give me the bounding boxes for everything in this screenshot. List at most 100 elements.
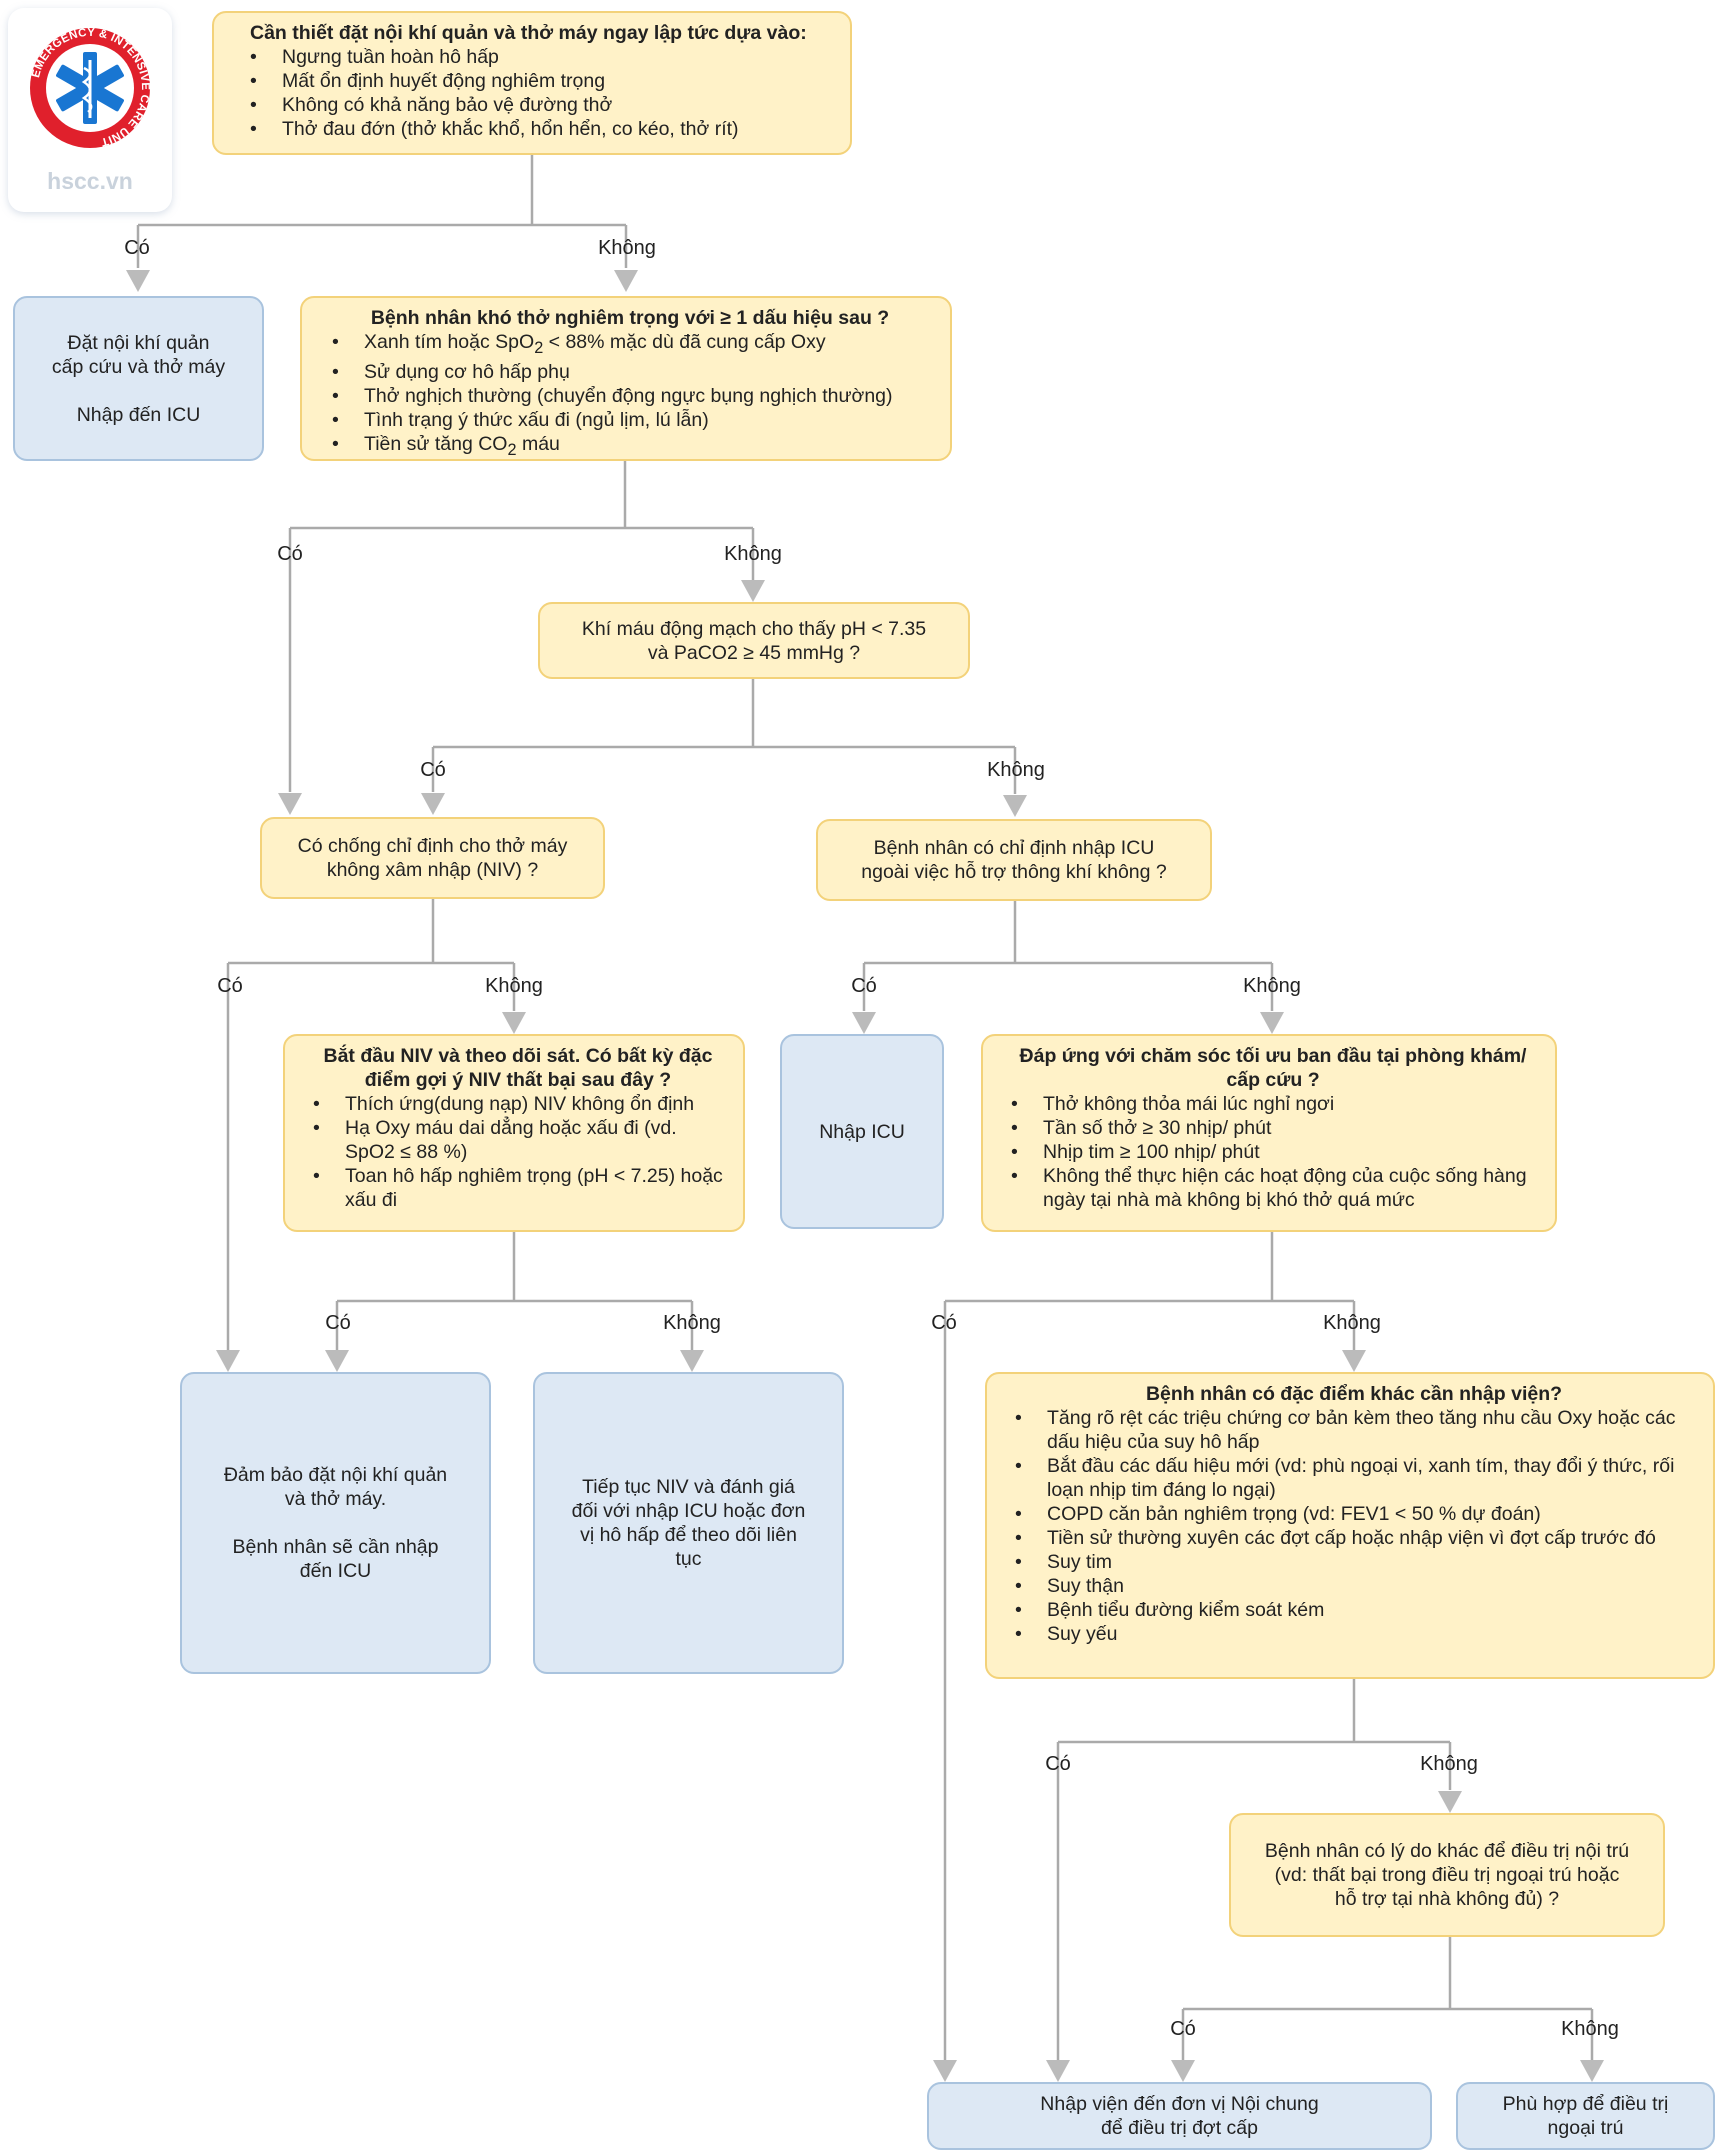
outcome-outpatient-treatment: Phù hợp để điều trị ngoại trú — [1456, 2082, 1715, 2150]
edge-label-yes: Có — [1170, 2018, 1196, 2040]
outcome-text-line: Nhập viện đến đơn vị Nội chung — [1040, 2093, 1319, 2115]
edge-label-no: Không — [1561, 2018, 1619, 2040]
edge-label-no: Không — [663, 1312, 721, 1334]
arrowheads — [126, 270, 1604, 2082]
criterion-item: Xanh tím hoặc SpO2 < 88% mặc dù đã cung … — [326, 330, 934, 360]
decision-other-admission-features: Bệnh nhân có đặc điểm khác cần nhập viện… — [985, 1372, 1715, 1679]
decision-icu-indication: Bệnh nhân có chỉ định nhập ICU ngoài việ… — [816, 819, 1212, 901]
criterion-item: Không có khả năng bảo vệ đường thở — [244, 93, 834, 117]
criterion-item: Tiền sử tăng CO2 máu — [326, 432, 934, 462]
outcome-secure-intubation: Đảm bảo đặt nội khí quản và thở máy. Bện… — [180, 1372, 491, 1674]
decision-title: Bắt đầu NIV và theo dõi sát. Có bất kỳ đ… — [323, 1045, 713, 1091]
outcome-text-line: đối với nhập ICU hoặc đơn — [571, 1500, 806, 1522]
decision-text-line: (vd: thất bại trong điều trị ngoại trú h… — [1274, 1864, 1620, 1886]
outcome-text-line: cấp cứu và thở máy — [51, 355, 226, 378]
criterion-item: Suy thận — [1009, 1574, 1699, 1598]
outcome-text-line: để điều trị đợt cấp — [1101, 2117, 1258, 2139]
edge-label-yes: Có — [124, 237, 150, 259]
outcome-text-line: và thở máy. — [284, 1488, 387, 1510]
criterion-item: Toan hô hấp nghiêm trọng (pH < 7.25) hoặ… — [307, 1164, 729, 1212]
criterion-item: COPD căn bản nghiêm trọng (vd: FEV1 < 50… — [1009, 1502, 1699, 1526]
outcome-text-line: Đảm bảo đặt nội khí quản — [223, 1464, 448, 1486]
criterion-item: Suy yếu — [1009, 1622, 1699, 1646]
logo-site-name: hscc.vn — [47, 168, 133, 194]
criterion-text: Tiền sử tăng CO — [364, 432, 508, 455]
criterion-item: Bệnh tiểu đường kiểm soát kém — [1009, 1598, 1699, 1622]
criterion-item: Thở không thỏa mái lúc nghỉ ngơi — [1005, 1092, 1541, 1116]
decision-text-line: không xâm nhập (NIV) ? — [326, 859, 539, 881]
decision-text-line: Bệnh nhân có chỉ định nhập ICU — [873, 837, 1155, 859]
criterion-item: Bắt đầu các dấu hiệu mới (vd: phù ngoại … — [1009, 1454, 1699, 1502]
edge-label-no: Không — [1420, 1753, 1478, 1775]
criterion-item: Thích ứng(dung nạp) NIV không ổn định — [307, 1092, 729, 1116]
criterion-text: máu — [516, 432, 560, 455]
criterion-item: Nhịp tim ≥ 100 nhịp/ phút — [1005, 1140, 1541, 1164]
edge-label-no: Không — [598, 237, 656, 259]
decision-title: Bệnh nhân có đặc điểm khác cần nhập viện… — [1145, 1383, 1563, 1405]
decision-niv-contraindication: Có chống chỉ định cho thở máy không xâm … — [260, 817, 605, 899]
edge-label-no: Không — [1243, 975, 1301, 997]
decision-text-line: ngoài việc hỗ trợ thông khí không ? — [861, 861, 1167, 883]
edge-label-yes: Có — [420, 759, 446, 781]
criterion-item: Thở đau đớn (thở khắc khổ, hổn hển, co k… — [244, 117, 834, 141]
outcome-continue-niv: Tiếp tục NIV và đánh giá đối với nhập IC… — [533, 1372, 844, 1674]
outcome-text-line: Nhập đến ICU — [76, 403, 201, 426]
edge-label-no: Không — [724, 543, 782, 565]
outcome-text-line: Đặt nội khí quản — [67, 331, 210, 354]
decision-text-line: hỗ trợ tại nhà không đủ) ? — [1334, 1888, 1560, 1910]
site-logo: EMERGENCY & INTENSIVE CARE UNIT hscc.vn — [8, 8, 172, 212]
outcome-text-line: Bệnh nhân sẽ cần nhập — [232, 1536, 439, 1558]
subscript: 2 — [534, 338, 544, 357]
edge-label-yes: Có — [217, 975, 243, 997]
outcome-text-line: Tiếp tục NIV và đánh giá — [582, 1476, 795, 1498]
criterion-item: Tần số thở ≥ 30 nhịp/ phút — [1005, 1116, 1541, 1140]
outcome-text-line: Nhập ICU — [819, 1120, 905, 1143]
decision-other-inpatient-reason: Bệnh nhân có lý do khác để điều trị nội … — [1229, 1813, 1665, 1937]
decision-blood-gas: Khí máu động mạch cho thấy pH < 7.35 và … — [538, 602, 970, 679]
decision-severe-dyspnea: Bệnh nhân khó thở nghiêm trọng với ≥ 1 d… — [300, 296, 952, 461]
decision-immediate-intubation: Cần thiết đặt nội khí quản và thở máy ng… — [212, 11, 852, 155]
edge-label-yes: Có — [851, 975, 877, 997]
criterion-item: Không thể thực hiện các hoạt động của cu… — [1005, 1164, 1541, 1212]
outcome-text-line: Phù hợp để điều trị — [1502, 2093, 1669, 2115]
criterion-item: Tăng rõ rệt các triệu chứng cơ bản kèm t… — [1009, 1406, 1699, 1454]
edge-label-yes: Có — [931, 1312, 957, 1334]
criterion-item: Ngưng tuần hoàn hô hấp — [244, 45, 834, 69]
decision-title: Cần thiết đặt nội khí quản và thở máy ng… — [250, 22, 807, 44]
criterion-text: < 88% mặc dù đã cung cấp Oxy — [543, 331, 826, 353]
criterion-item: Tiền sử thường xuyên các đợt cấp hoặc nh… — [1009, 1526, 1699, 1550]
decision-initial-care-response: Đáp ứng với chăm sóc tối ưu ban đầu tại … — [981, 1034, 1557, 1232]
criterion-item: Sử dụng cơ hô hấp phụ — [326, 360, 934, 384]
outcome-text-line: tục — [675, 1548, 702, 1570]
criterion-item: Tình trạng ý thức xấu đi (ngủ lịm, lú lẫ… — [326, 408, 934, 432]
edge-label-no: Không — [1323, 1312, 1381, 1334]
edge-label-yes: Có — [277, 543, 303, 565]
decision-title: Bệnh nhân khó thở nghiêm trọng với ≥ 1 d… — [370, 307, 890, 329]
edge-label-no: Không — [485, 975, 543, 997]
decision-text-line: Có chống chỉ định cho thở máy — [297, 835, 568, 857]
criterion-item: Thở nghịch thường (chuyển động ngực bụng… — [326, 384, 934, 408]
outcome-text-line: ngoại trú — [1547, 2117, 1624, 2139]
subscript: 2 — [507, 440, 517, 459]
rod-of-asclepius-icon — [81, 60, 93, 118]
edge-label-yes: Có — [325, 1312, 351, 1334]
outcome-text-line: đến ICU — [299, 1560, 372, 1582]
decision-niv-failure: Bắt đầu NIV và theo dõi sát. Có bất kỳ đ… — [283, 1034, 745, 1232]
outcome-admit-icu: Nhập ICU — [780, 1034, 944, 1229]
criterion-item: Hạ Oxy máu dai dẳng hoặc xấu đi (vd. SpO… — [307, 1116, 729, 1164]
decision-text-line: Bệnh nhân có lý do khác để điều trị nội … — [1264, 1840, 1630, 1862]
emergency-icu-emblem: EMERGENCY & INTENSIVE CARE UNIT — [30, 27, 151, 148]
outcome-text-line: vị hô hấp để theo dõi liên — [580, 1524, 797, 1546]
decision-text-line: Khí máu động mạch cho thấy pH < 7.35 — [581, 617, 927, 640]
decision-text-line: và PaCO2 ≥ 45 mmHg ? — [647, 641, 861, 664]
edge-label-yes: Có — [1045, 1753, 1071, 1775]
outcome-emergency-intubation: Đặt nội khí quản cấp cứu và thở máy Nhập… — [13, 296, 264, 461]
criterion-text: Xanh tím hoặc SpO — [364, 331, 535, 353]
edge-label-no: Không — [987, 759, 1045, 781]
decision-title: Đáp ứng với chăm sóc tối ưu ban đầu tại … — [1019, 1045, 1527, 1091]
outcome-general-ward-admission: Nhập viện đến đơn vị Nội chung để điều t… — [927, 2082, 1432, 2150]
criterion-item: Mất ổn định huyết động nghiêm trọng — [244, 69, 834, 93]
criterion-item: Suy tim — [1009, 1550, 1699, 1574]
